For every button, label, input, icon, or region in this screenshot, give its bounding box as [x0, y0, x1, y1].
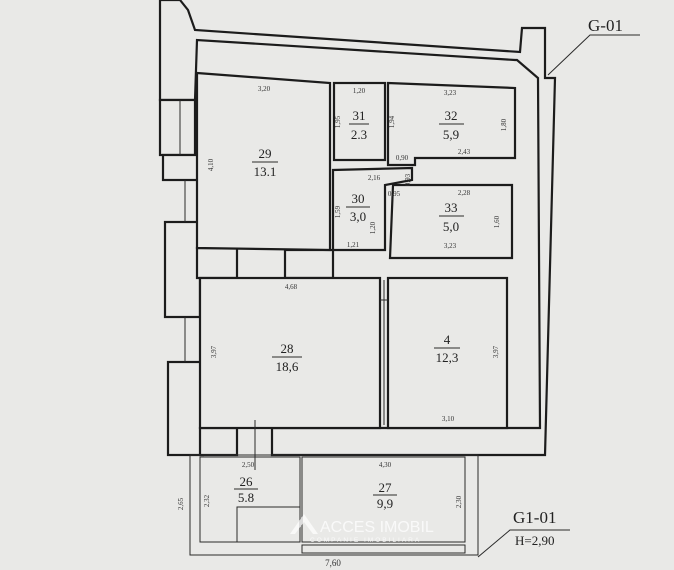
block-tags: G-01 G1-01 H=2,90 [477, 16, 640, 558]
room-31 [332, 81, 387, 162]
dimension-label: 3,20 [258, 85, 271, 93]
block-label: G-01 [588, 16, 623, 35]
dimension-label: 2,30 [455, 495, 463, 508]
wall-block [283, 248, 335, 280]
bottom-wall-block [198, 426, 239, 457]
dimension-label: 1,95 [334, 115, 342, 128]
balcony-window [301, 544, 466, 554]
room-number: 31 [353, 108, 366, 123]
room-28 [198, 276, 382, 430]
room-number: 32 [445, 108, 458, 123]
dimension-label: 3,97 [210, 345, 218, 358]
dimension-label: 2,32 [203, 494, 211, 507]
dimension-label: 3,23 [444, 242, 457, 250]
dimension-label: 4,68 [285, 283, 298, 291]
dimension-label: 3,23 [444, 89, 457, 97]
watermark-tagline: COMPANIE IMOBILIARA [310, 537, 421, 544]
dimension-label: 4,30 [379, 461, 392, 469]
dimension-label: 1,94 [388, 115, 396, 128]
rooms [189, 71, 517, 556]
dimension-label: 4,10 [207, 158, 215, 171]
left-wall-segment [166, 360, 205, 457]
room-number: 4 [444, 332, 451, 347]
room-area: 9,9 [377, 496, 393, 511]
balcony-fixture [236, 506, 301, 543]
balcony-outline [189, 454, 479, 556]
ceiling-height-label: H=2,90 [515, 533, 554, 548]
room-area: 3,0 [350, 209, 366, 224]
dimension-label-total-width: 7,60 [325, 558, 341, 568]
room-area: 5.8 [238, 490, 254, 505]
dimension-label: 1,20 [369, 221, 377, 234]
dimension-label: 0,95 [388, 190, 401, 198]
left-wall-segment [163, 220, 202, 319]
room-area: 5,9 [443, 127, 459, 142]
balcony-block-label: G1-01 [513, 508, 556, 527]
room-number: 30 [352, 191, 365, 206]
dimension-label: 0,90 [396, 154, 409, 162]
dimension-label: 1,80 [500, 118, 508, 131]
watermark-text: ACCES IMOBIL [320, 519, 434, 536]
dimension-label: 2,50 [242, 461, 255, 469]
room-number: 28 [281, 341, 294, 356]
dimension-label: 1,59 [334, 205, 342, 218]
room-number: 29 [259, 146, 272, 161]
dimension-label: 2,43 [458, 148, 471, 156]
dimension-labels: 3,20 4,10 1,20 1,95 3,23 1,80 1,94 2,43 … [177, 85, 508, 568]
room-number: 27 [379, 480, 393, 495]
room-27 [301, 456, 466, 543]
walls [158, 0, 557, 457]
dimension-label: 2,16 [368, 174, 381, 182]
room-4 [386, 276, 509, 430]
dimension-label: 1,60 [493, 215, 501, 228]
wall-block [195, 246, 239, 280]
room-area: 5,0 [443, 219, 459, 234]
room-area: 12,3 [436, 350, 459, 365]
room-number: 33 [445, 200, 458, 215]
dimension-label: 3,10 [442, 415, 455, 423]
room-number: 26 [240, 474, 254, 489]
dimension-label: 2,28 [458, 189, 471, 197]
watermark-logo: ACCES IMOBIL COMPANIE IMOBILIARA [290, 514, 434, 544]
dimension-label: 3,97 [492, 345, 500, 358]
dimension-label: 1,21 [347, 241, 360, 249]
room-area: 18,6 [276, 359, 299, 374]
dimension-label: 1,20 [353, 87, 366, 95]
room-33 [388, 183, 514, 260]
room-area: 2.3 [351, 127, 367, 142]
left-wall-segment [158, 98, 197, 157]
room-labels: 29 13.1 31 2.3 32 5,9 30 3,0 33 5,0 28 1… [234, 108, 464, 511]
left-pillar [161, 153, 200, 182]
dimension-label: 0,93 [404, 173, 412, 186]
room-area: 13.1 [254, 164, 277, 179]
dimension-label: 2,65 [177, 497, 185, 510]
room-30 [331, 166, 414, 252]
